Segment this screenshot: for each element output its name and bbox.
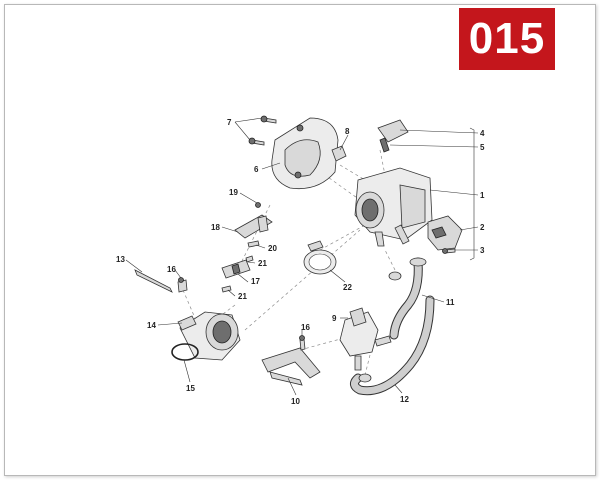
callout-12: 12 <box>400 395 409 404</box>
part-7-screws <box>248 115 277 146</box>
part-3-screw <box>442 248 456 254</box>
callout-labels: 1 2 3 4 5 6 7 8 9 10 11 12 13 14 15 16 1… <box>116 118 485 406</box>
diagram-frame <box>4 4 596 476</box>
callout-11: 11 <box>446 298 455 307</box>
callout-16-left: 16 <box>167 265 176 274</box>
callout-8: 8 <box>345 127 350 136</box>
callout-4: 4 <box>480 129 485 138</box>
callout-18: 18 <box>211 223 220 232</box>
callout-13: 13 <box>116 255 125 264</box>
part-14-manifold <box>177 311 241 361</box>
callout-14: 14 <box>147 321 156 330</box>
callout-3: 3 <box>480 246 485 255</box>
callout-22: 22 <box>343 283 352 292</box>
callout-15: 15 <box>186 384 195 393</box>
callout-21-upper: 21 <box>258 259 267 268</box>
callout-20: 20 <box>268 244 277 253</box>
callout-17: 17 <box>251 277 260 286</box>
part-8-clip <box>331 145 347 162</box>
callout-21-lower: 21 <box>238 292 247 301</box>
part-12-hose <box>350 295 435 396</box>
page-number-badge: 015 <box>459 8 555 70</box>
callout-6: 6 <box>254 165 259 174</box>
part-15-o-ring <box>171 343 199 361</box>
callout-9: 9 <box>332 314 337 323</box>
callout-2: 2 <box>480 223 485 232</box>
part-6-cover <box>271 117 339 190</box>
part-9-valve <box>339 307 392 371</box>
part-17-injector <box>221 255 254 293</box>
callout-7: 7 <box>227 118 232 127</box>
part-4-sensor <box>377 119 409 153</box>
part-1-throttle-body <box>354 167 433 247</box>
part-2-sensor <box>427 215 463 251</box>
callout-1: 1 <box>480 191 485 200</box>
assembly-bracket <box>469 127 475 261</box>
hose-clamps <box>358 271 402 383</box>
part-22-clamp <box>303 240 337 275</box>
part-16-screw-bottom <box>299 335 306 351</box>
callout-5: 5 <box>480 143 485 152</box>
part-18-fuel-rail <box>234 202 273 248</box>
leader-lines <box>125 117 479 396</box>
part-10-bracket <box>261 347 321 386</box>
part-13-strap <box>134 269 173 293</box>
callout-16-bottom: 16 <box>301 323 310 332</box>
callout-19: 19 <box>229 188 238 197</box>
part-16-screw-left <box>177 277 188 293</box>
part-11-hose <box>389 257 427 340</box>
callout-10: 10 <box>291 397 300 406</box>
